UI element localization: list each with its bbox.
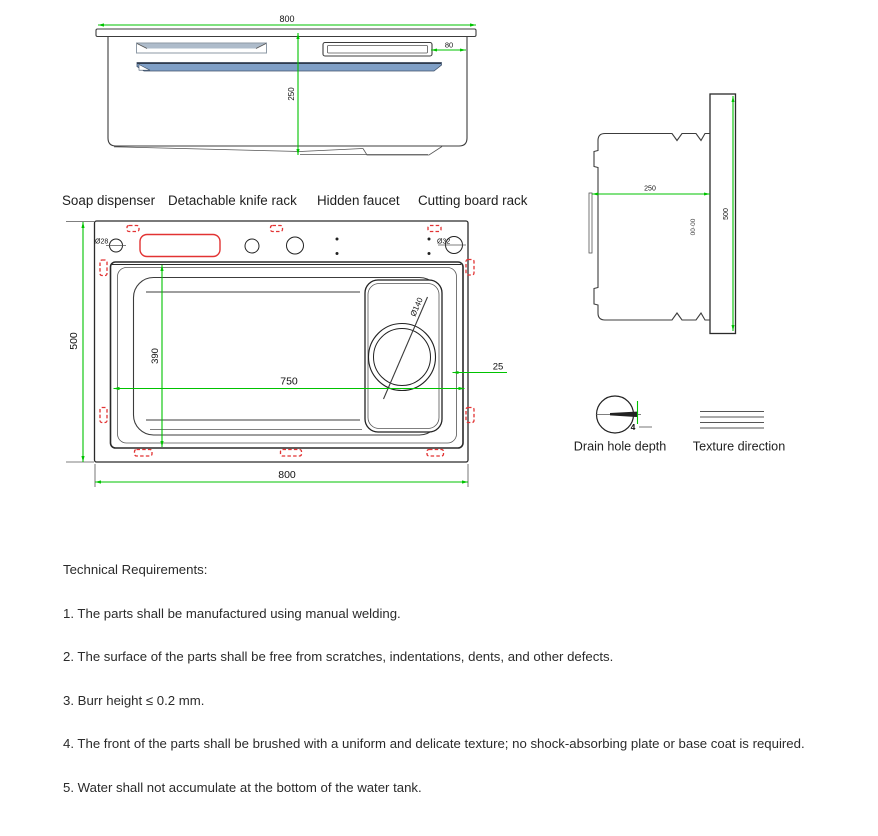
front-drain-bump-outline	[362, 146, 443, 156]
dim-drain-depth: 4	[631, 422, 636, 432]
deck-holes: Ø28 Ø32	[95, 233, 466, 258]
slot-end-right	[255, 43, 267, 49]
knife-rack-opening	[139, 233, 221, 258]
side-body-outline	[593, 132, 710, 321]
dim-front-width: 800	[279, 14, 294, 24]
side-left-tab	[588, 192, 593, 254]
tech-req-item: 4. The front of the parts shall be brush…	[63, 736, 805, 751]
drain-depth-label: Drain hole depth	[574, 440, 666, 454]
plan-dimensions: 390 750 25 500 800	[66, 221, 507, 487]
callout-knife-rack: Detachable knife rack	[168, 193, 297, 208]
pin-hole	[335, 237, 339, 241]
dim-side-height: 500	[723, 208, 730, 220]
side-marking: 00·00	[690, 218, 697, 235]
drain-diameter-leader	[382, 296, 429, 400]
pin-hole	[427, 252, 431, 255]
pin-hole	[335, 252, 339, 255]
dim-hole-right: Ø32	[437, 239, 450, 246]
dim-inner-width: 750	[280, 376, 298, 388]
dim-gap: 25	[493, 362, 504, 373]
plan-view: Ø140 Ø28 Ø32	[66, 220, 507, 487]
engineering-drawing: 800 250 80 Soap dispenser Detachable kni…	[62, 14, 785, 487]
tech-req-item: 2. The surface of the parts shall be fre…	[63, 649, 614, 664]
dim-inner-height: 390	[150, 348, 161, 364]
drain-circle-outer	[367, 322, 437, 392]
dim-side-depth: 250	[644, 186, 656, 193]
callout-labels: Soap dispenser Detachable knife rack Hid…	[62, 193, 528, 208]
slot-end-left	[136, 43, 148, 49]
side-view: 250 500 00·00	[588, 93, 737, 335]
faucet-slot-outer	[322, 41, 433, 57]
tech-req-title: Technical Requirements:	[63, 562, 208, 577]
front-faucet-slot	[322, 41, 433, 57]
bowl-mid-outline	[117, 267, 457, 444]
bowl-outer-outline	[109, 261, 464, 449]
dim-front-slot: 80	[445, 41, 453, 50]
callout-hidden-faucet: Hidden faucet	[317, 193, 400, 208]
drain-depth-detail: 4 Drain hole depth	[574, 395, 666, 454]
cutting-board-outline	[364, 279, 443, 433]
front-long-slot-bar	[136, 62, 442, 72]
callout-cutting-board: Cutting board rack	[418, 193, 528, 208]
technical-requirements: Technical Requirements: 1. The parts sha…	[63, 563, 868, 824]
steel-bar	[136, 62, 442, 72]
slot-band	[137, 43, 266, 49]
front-view: 800 250 80	[95, 14, 477, 156]
texture-direction-label: Texture direction	[693, 440, 785, 454]
front-bottom-slant-line	[113, 146, 364, 152]
faucet-hole-large	[286, 236, 304, 255]
faucet-hole-small	[244, 238, 260, 254]
dim-hole-left: Ø28	[95, 239, 108, 246]
callout-soap-dispenser: Soap dispenser	[62, 193, 156, 208]
tech-req-item: 3. Burr height ≤ 0.2 mm.	[63, 692, 205, 708]
plan-outer-outline	[93, 220, 469, 463]
drain-circle-inner	[373, 328, 431, 386]
drain-detail-wedge	[610, 411, 637, 417]
steel-bar-notch	[138, 64, 151, 71]
pin-hole	[427, 237, 431, 241]
tech-req-item: 5. Water shall not accumulate at the bot…	[63, 779, 422, 795]
tech-req-item: 1. The parts shall be manufactured using…	[63, 605, 401, 621]
dim-height-left: 500	[68, 332, 80, 350]
mounting-clips	[99, 224, 475, 457]
front-body-outline	[107, 36, 468, 147]
texture-lines	[700, 411, 764, 429]
dim-width-bottom: 800	[278, 469, 296, 481]
front-rim-outline	[95, 28, 477, 38]
dim-front-height: 250	[287, 87, 296, 101]
texture-direction-detail: Texture direction	[693, 411, 785, 454]
front-dimensions: 800 250 80	[98, 14, 476, 155]
front-knife-rack-slot	[136, 42, 267, 54]
faucet-slot-inner	[327, 45, 428, 54]
side-back-panel	[709, 93, 737, 335]
